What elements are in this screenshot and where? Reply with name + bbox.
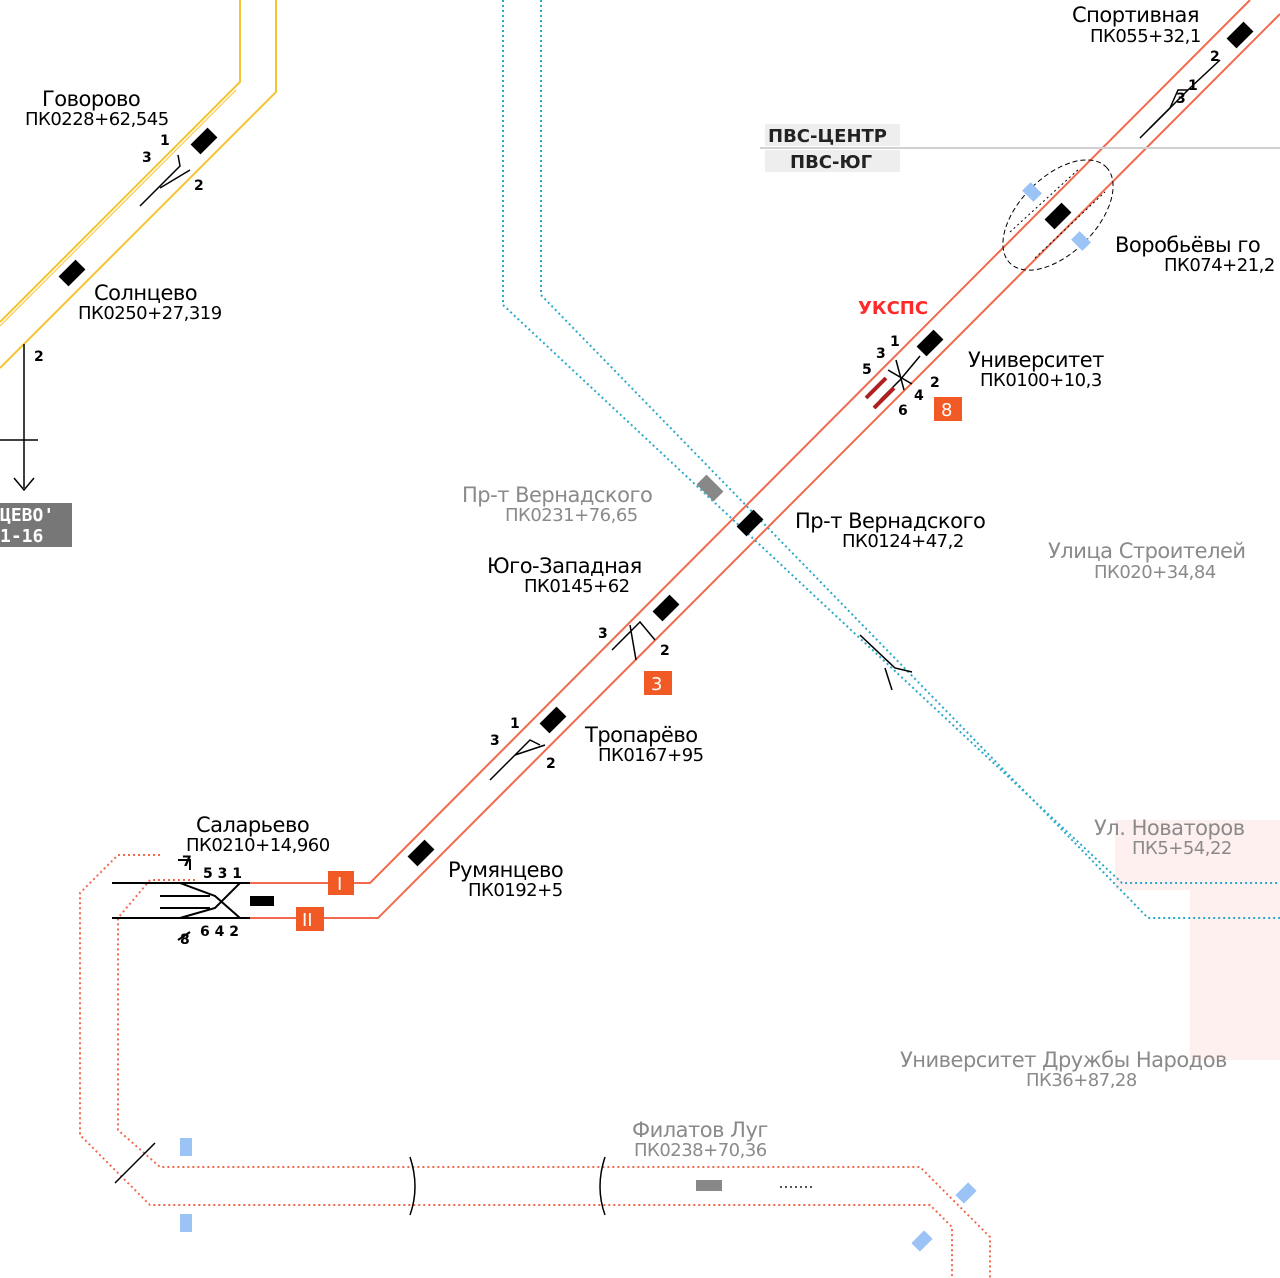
pk-vorobyovy: ПК074+21,2 bbox=[1164, 255, 1275, 276]
badge-3-text: 3 bbox=[651, 674, 662, 695]
pk-universitet: ПК0100+10,3 bbox=[980, 370, 1102, 391]
badge-8 bbox=[934, 397, 962, 421]
platform-universitet bbox=[916, 329, 944, 357]
pk-salaryevo: ПК0210+14,960 bbox=[186, 835, 330, 856]
platform-solntsevo bbox=[58, 259, 86, 287]
platform-rumyantsevo bbox=[407, 839, 435, 867]
sw-tr-2: 2 bbox=[546, 756, 556, 772]
universitet-stub bbox=[864, 376, 896, 410]
ukspps-label: УКСПС bbox=[858, 298, 928, 319]
station-vernadskogo-grey: Пр-т Вернадского bbox=[462, 483, 652, 507]
platform-govorovo bbox=[190, 127, 218, 155]
station-stroiteley: Улица Строителей bbox=[1048, 539, 1246, 563]
platform-vernadskogo-grey bbox=[696, 474, 724, 502]
sw-gov-3: 3 bbox=[142, 150, 152, 166]
platform-troparevo bbox=[539, 706, 567, 734]
depot-label-line2: 1-16 bbox=[0, 526, 43, 547]
badge-track-2-text: II bbox=[302, 910, 313, 931]
pk-rumyantsevo: ПК0192+5 bbox=[468, 880, 563, 901]
sw-uni-6: 6 bbox=[898, 403, 908, 419]
sw-gov-1: 1 bbox=[160, 133, 170, 149]
sw-uni-1: 1 bbox=[890, 334, 900, 350]
pk-udn: ПК36+87,28 bbox=[1026, 1070, 1137, 1091]
station-vernadskogo: Пр-т Вернадского bbox=[795, 509, 985, 533]
sw-sport-1: 1 bbox=[1188, 78, 1198, 94]
station-salaryevo: Саларьево bbox=[196, 813, 309, 837]
platform-filatov bbox=[696, 1180, 722, 1191]
sw-gov-2: 2 bbox=[194, 178, 204, 194]
pink-zone bbox=[1115, 820, 1280, 890]
pvs-south-bg bbox=[765, 150, 900, 172]
red-dotted-line bbox=[79, 854, 991, 1278]
platform-vernadskogo bbox=[736, 509, 764, 537]
station-govorovo: Говорово bbox=[42, 87, 140, 111]
pk-govorovo: ПК0228+62,545 bbox=[25, 109, 169, 130]
pink-zone-lower bbox=[1190, 890, 1280, 1060]
switches bbox=[0, 59, 1221, 1216]
badge-3 bbox=[644, 671, 672, 695]
sw-uni-5: 5 bbox=[862, 362, 872, 378]
platform-vorobyovy bbox=[1044, 202, 1072, 230]
platform-yugo-zapadnaya bbox=[652, 594, 680, 622]
pk-sportivnaya: ПК055+32,1 bbox=[1090, 26, 1201, 47]
station-universitet: Университет bbox=[968, 348, 1104, 372]
sw-sal-8: 8 bbox=[180, 932, 190, 948]
sw-sal-7: 7 bbox=[182, 854, 192, 870]
platform-sportivnaya bbox=[1226, 21, 1254, 49]
sw-sal-642: 6 4 2 bbox=[200, 924, 239, 940]
pk-vernadskogo-grey: ПК0231+76,65 bbox=[505, 505, 638, 526]
station-novatorov: Ул. Новаторов bbox=[1094, 816, 1245, 840]
sw-yz-2: 2 bbox=[660, 643, 670, 659]
pk-solntsevo: ПК0250+27,319 bbox=[78, 303, 222, 324]
pk-novatorov: ПК5+54,22 bbox=[1132, 838, 1232, 859]
pk-stroiteley: ПК020+34,84 bbox=[1094, 562, 1216, 583]
sw-tr-1: 1 bbox=[510, 716, 520, 732]
station-filatov: Филатов Луг bbox=[632, 1118, 768, 1142]
station-yugo-zapadnaya: Юго-Западная bbox=[487, 554, 642, 578]
badge-8-text: 8 bbox=[941, 400, 952, 421]
sw-sport-2: 2 bbox=[1210, 49, 1220, 65]
pk-yugo-zapadnaya: ПК0145+62 bbox=[524, 576, 630, 597]
sw-yz-3: 3 bbox=[598, 626, 608, 642]
sw-uni-3: 3 bbox=[876, 346, 886, 362]
sw-tr-3: 3 bbox=[490, 733, 500, 749]
station-rumyantsevo: Румянцево bbox=[448, 858, 563, 882]
sw-uni-2: 2 bbox=[930, 375, 940, 391]
blue-dotted-line bbox=[502, 0, 1280, 919]
platforms bbox=[58, 21, 1254, 906]
depot-label-bg bbox=[0, 503, 72, 547]
platform-salaryevo bbox=[250, 896, 274, 906]
sw-sol-2: 2 bbox=[34, 349, 44, 365]
depot-label-line1: ЦЕВО' bbox=[0, 505, 54, 526]
pvs-center-label: ПВС-ЦЕНТР bbox=[768, 126, 887, 147]
salaryevo-tracks bbox=[112, 859, 250, 941]
station-troparevo: Тропарёво bbox=[584, 723, 698, 747]
yellow-line-tracks bbox=[0, 89, 237, 327]
pk-troparevo: ПК0167+95 bbox=[598, 745, 704, 766]
pvs-south-label: ПВС-ЮГ bbox=[790, 152, 872, 173]
station-solntsevo: Солнцево bbox=[94, 281, 197, 305]
sw-uni-4: 4 bbox=[914, 388, 924, 404]
yellow-line bbox=[0, 0, 277, 369]
red-line bbox=[250, 0, 1280, 919]
badge-track-2 bbox=[296, 907, 324, 931]
station-udn: Университет Дружбы Народов bbox=[900, 1048, 1227, 1072]
badge-track-1 bbox=[328, 871, 354, 895]
sw-sport-3: 3 bbox=[1176, 91, 1186, 107]
sw-sal-531: 5 3 1 bbox=[203, 866, 242, 882]
pvs-center-bg bbox=[765, 124, 900, 146]
station-vorobyovy: Воробьёвы го bbox=[1115, 233, 1260, 257]
pk-filatov: ПК0238+70,36 bbox=[634, 1140, 767, 1161]
pk-vernadskogo: ПК0124+47,2 bbox=[842, 531, 964, 552]
light-blue-markers bbox=[180, 182, 1091, 1252]
badge-track-1-text: I bbox=[337, 874, 342, 895]
station-sportivnaya: Спортивная bbox=[1072, 3, 1199, 27]
